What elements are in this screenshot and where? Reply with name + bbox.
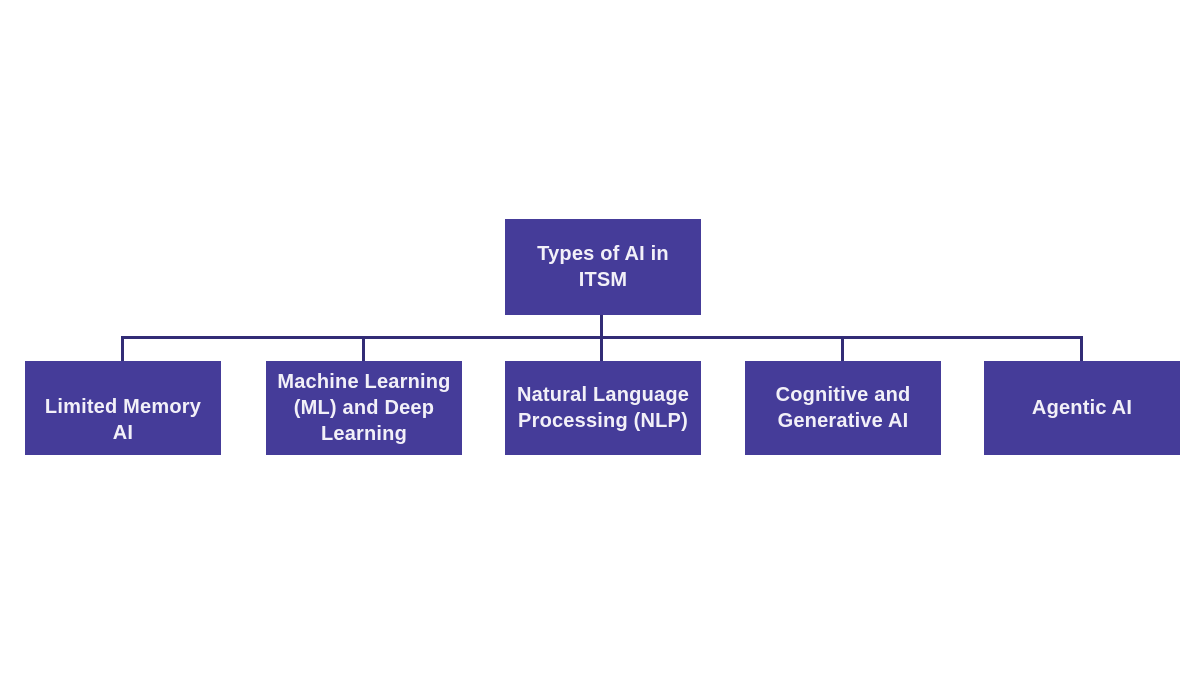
node-cognitive-generative-ai: Cognitive and Generative AI <box>745 361 941 455</box>
connector-drop-cognitive-generative <box>841 336 844 362</box>
node-types-of-ai-in-itsm: Types of AI in ITSM <box>505 219 701 315</box>
node-agentic-ai: Agentic AI <box>984 361 1180 455</box>
connector-drop-machine-learning <box>362 336 365 362</box>
connector-root-drop <box>600 315 603 362</box>
connector-drop-agentic <box>1080 336 1083 362</box>
node-machine-learning-deep-learning: Machine Learning (ML) and Deep Learning <box>266 361 462 455</box>
node-limited-memory-ai: Limited Memory AI <box>25 361 221 455</box>
node-natural-language-processing: Natural Language Processing (NLP) <box>505 361 701 455</box>
connector-drop-limited-memory <box>121 336 124 362</box>
